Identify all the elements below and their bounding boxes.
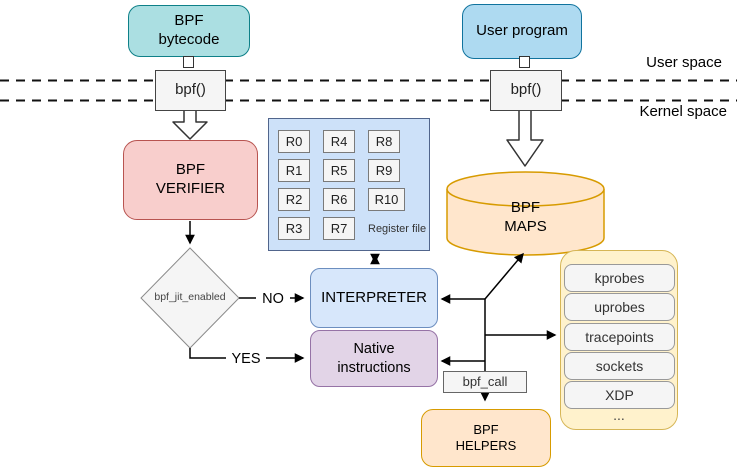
register-box: R5 [323,159,355,182]
hook-row-xdp: XDP [564,381,675,409]
bpf-maps-cylinder [446,171,605,256]
bpf-syscall-node-left: bpf() [155,70,226,111]
register-box: R0 [278,130,310,153]
user-space-label: User space [646,54,722,71]
hook-row-kprobes: kprobes [564,264,675,292]
user-program-node: User program [462,4,582,59]
register-file-node: R0 R1 R2 R3 R4 R5 R6 R7 R8 R9 R10 Regist… [268,118,430,251]
register-box: R6 [323,188,355,211]
kernel-space-label: Kernel space [639,103,727,120]
connector-square-left [183,56,194,68]
bpf-helpers-node: BPF HELPERS [421,409,551,467]
bpf-bytecode-node: BPF bytecode [128,5,250,57]
register-box: R7 [323,217,355,240]
register-file-caption: Register file [368,222,427,235]
bpf-maps-label: BPF MAPS [504,199,547,235]
hollow-arrow-user-bpf-to-maps [506,109,544,167]
register-box: R4 [323,130,355,153]
bpf-syscall-node-right: bpf() [490,70,562,111]
register-grid: R0 R1 R2 R3 R4 R5 R6 R7 R8 R9 R10 Regist… [278,130,427,240]
hook-row-sockets: sockets [564,352,675,380]
register-box: R2 [278,188,310,211]
arrow-junction-to-maps [484,252,524,300]
interpreter-node: INTERPRETER [310,268,438,328]
bpf-call-label-node: bpf_call [443,371,527,393]
hook-points-container: kprobes uprobes tracepoints sockets XDP … [560,250,678,430]
no-edge-label: NO [256,290,290,307]
native-instructions-node: Native instructions [310,330,438,387]
hook-more-ellipsis: ... [613,407,625,423]
jit-decision-label: bpf_jit_enabled [154,291,226,304]
hollow-arrow-user-bpf-to-verifier [172,109,208,140]
hook-row-tracepoints: tracepoints [564,323,675,351]
user-kernel-separator-lines [0,79,737,102]
connector-square-right [519,56,530,68]
register-box: R10 [368,188,405,211]
register-box: R9 [368,159,400,182]
register-box: R3 [278,217,310,240]
register-box: R1 [278,159,310,182]
yes-edge-label: YES [226,350,266,367]
hook-row-uprobes: uprobes [564,293,675,321]
register-box: R8 [368,130,400,153]
bpf-verifier-node: BPF VERIFIER [123,140,258,220]
